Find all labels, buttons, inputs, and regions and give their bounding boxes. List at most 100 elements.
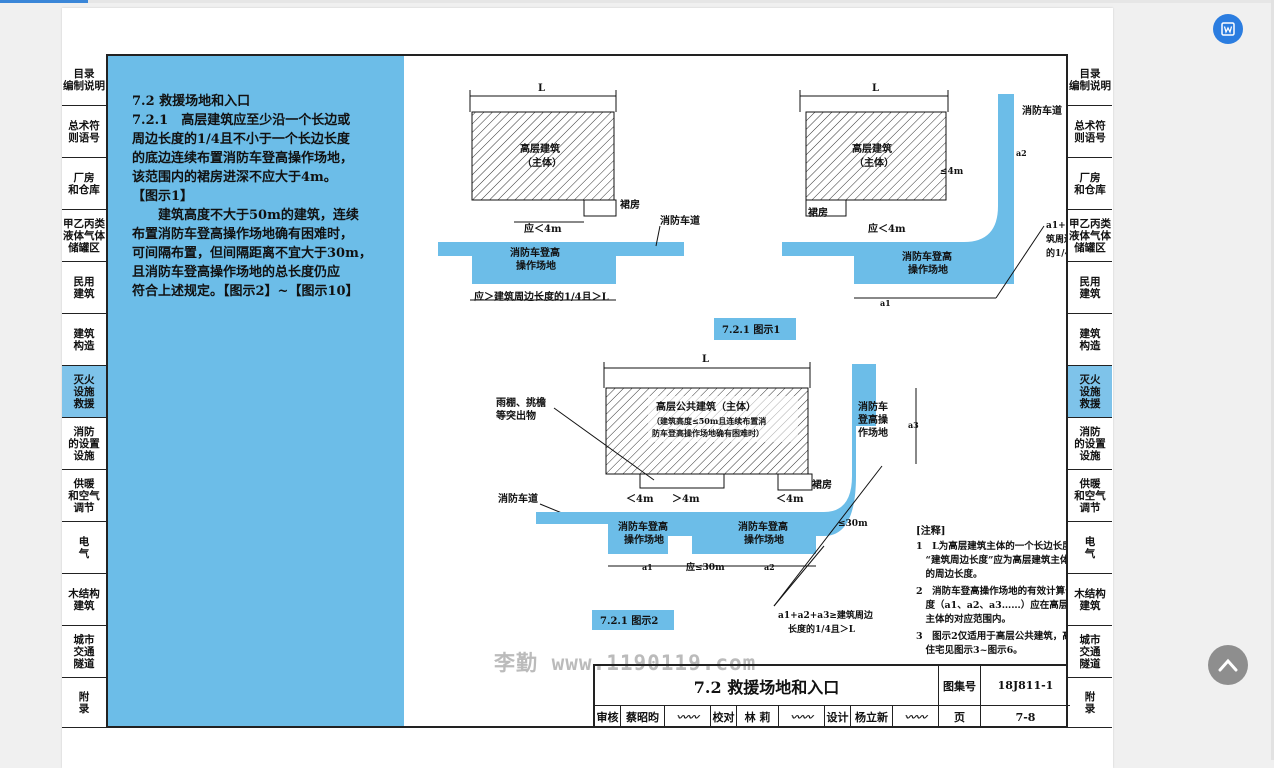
index-tab-label: 消防的设置设施 — [68, 426, 100, 462]
para2-line3: 可间隔布置，但间隔距离不宜大于30m， — [132, 246, 372, 261]
index-tab-line: 建筑 — [1079, 327, 1101, 340]
index-tab-right-4[interactable]: 民用建筑 — [1068, 262, 1112, 314]
index-tab-label: 城市交通隧道 — [74, 634, 95, 670]
index-tab-line: 民用 — [1079, 275, 1101, 288]
gt4m-label: ＞4m — [672, 493, 700, 505]
index-tab-right-9[interactable]: 电气 — [1068, 522, 1112, 574]
a2-label-fig1: a2 — [1016, 148, 1027, 158]
index-tab-line: 的设置 — [68, 437, 100, 450]
scrollbar[interactable] — [1271, 0, 1274, 760]
index-tab-line: 编制说明 — [63, 79, 105, 92]
index-tab-left-2[interactable]: 厂房和仓库 — [62, 158, 106, 210]
index-tab-line: 隧道 — [1079, 657, 1101, 670]
op-site-label-1b: 操作场地 — [516, 259, 556, 272]
para2-line5: 符合上述规定。【图示2】~【图示10】 — [132, 284, 359, 299]
para1-line2: 周边长度的1/4且不小于一个长边长度 — [132, 132, 350, 147]
index-tab-label: 民用建筑 — [74, 276, 95, 300]
word-doc-icon — [1221, 22, 1235, 36]
fig1b-rule-1: a1+a2≥建 — [1046, 219, 1066, 231]
index-tab-line: 电 — [1084, 535, 1096, 548]
side-site-label-3: 作场地 — [858, 426, 888, 439]
op-site-1 — [438, 242, 684, 284]
index-tab-line: 则语号 — [68, 131, 100, 144]
index-tab-left-3[interactable]: 甲乙丙类液体气体储罐区 — [62, 210, 106, 262]
index-tab-left-0[interactable]: 目录编制说明 — [62, 54, 106, 106]
design-signature: 〰〰 — [893, 706, 939, 728]
high-building-label-1: 高层建筑 — [520, 142, 560, 155]
check-name: 林 莉 — [737, 706, 779, 728]
canopy-label-2: 等突出物 — [496, 409, 536, 422]
note-1b: “建筑周边长度”应为高层建筑主体 — [916, 554, 1066, 566]
index-tab-right-8[interactable]: 供暖和空气调节 — [1068, 470, 1112, 522]
fig2-rule-1: a1+a2+a3≥建筑周边 — [778, 609, 874, 621]
fig2-label-box — [592, 610, 674, 630]
index-tab-left-11[interactable]: 城市交通隧道 — [62, 626, 106, 678]
para1-line3: 的底边连续布置消防车登高操作场地， — [132, 151, 354, 166]
index-tab-line: 和仓库 — [68, 183, 100, 196]
scroll-to-top-button[interactable] — [1208, 645, 1248, 685]
index-tab-label: 甲乙丙类液体气体储罐区 — [63, 218, 105, 254]
index-tab-line: 甲乙丙类 — [1069, 217, 1111, 230]
index-tab-line: 灭火 — [73, 373, 95, 386]
lt4m-label-3b: ＜4m — [776, 493, 804, 505]
index-tab-right-0[interactable]: 目录编制说明 — [1068, 54, 1112, 106]
index-tab-line: 救援 — [73, 397, 95, 410]
index-tab-right-7[interactable]: 消防的设置设施 — [1068, 418, 1112, 470]
a3-label: a3 — [908, 420, 919, 430]
index-tab-line: 建筑 — [73, 327, 95, 340]
index-tab-right-1[interactable]: 总术符则语号 — [1068, 106, 1112, 158]
review-label: 审核 — [595, 706, 621, 728]
atlas-number: 18J811-1 — [981, 666, 1070, 706]
index-tab-label: 供暖和空气调节 — [68, 478, 100, 514]
high-building-label-2: 高层建筑 — [852, 142, 892, 155]
index-tab-left-7[interactable]: 消防的设置设施 — [62, 418, 106, 470]
drawing-title: 7.2 救援场地和入口 — [595, 666, 939, 706]
text-panel — [108, 56, 404, 726]
index-tab-label: 建筑构造 — [74, 328, 95, 352]
fig1b-rule-3: 的1/4且＞L — [1046, 247, 1066, 259]
index-tab-right-10[interactable]: 木结构建筑 — [1068, 574, 1112, 626]
index-tab-line: 录 — [1084, 702, 1096, 715]
index-tab-left-10[interactable]: 木结构建筑 — [62, 574, 106, 626]
index-tab-label: 灭火设施救援 — [74, 374, 95, 410]
index-tab-label: 电气 — [79, 536, 90, 560]
index-tab-line: 交通 — [1079, 645, 1101, 658]
section-title: 7.2 救援场地和入口 — [132, 94, 251, 109]
index-tab-right-11[interactable]: 城市交通隧道 — [1068, 626, 1112, 678]
index-tab-right-2[interactable]: 厂房和仓库 — [1068, 158, 1112, 210]
side-site-label-1: 消防车 — [858, 400, 888, 413]
spacing-label: 应≤30m — [686, 561, 725, 573]
index-tab-left-5[interactable]: 建筑构造 — [62, 314, 106, 366]
index-tab-line: 构造 — [73, 339, 95, 352]
high-building-2 — [805, 111, 947, 201]
public-note-2: 防车登高操作场地确有困难时） — [652, 428, 764, 438]
check-signature: 〰〰 — [779, 706, 825, 728]
index-tab-left-4[interactable]: 民用建筑 — [62, 262, 106, 314]
para2-line4: 且消防车登高操作场地的总长度仍应 — [132, 265, 341, 280]
index-tab-line: 总术符 — [68, 119, 100, 132]
chevron-up-icon — [1218, 658, 1238, 672]
index-tab-left-6[interactable]: 灭火设施救援 — [62, 366, 106, 418]
fig2-rule-2: 长度的1/4且＞L — [788, 623, 856, 635]
index-tab-left-8[interactable]: 供暖和空气调节 — [62, 470, 106, 522]
podium-1 — [583, 199, 617, 217]
op-site-label-3b: 操作场地 — [624, 533, 664, 546]
right-index-column: 目录编制说明总术符则语号厂房和仓库甲乙丙类液体气体储罐区民用建筑建筑构造灭火设施… — [1068, 54, 1112, 728]
fire-lane-label-1: 消防车道 — [660, 214, 700, 227]
index-tab-right-6[interactable]: 灭火设施救援 — [1068, 366, 1112, 418]
side-site-label-2: 登高操 — [857, 413, 888, 426]
index-tab-right-5[interactable]: 建筑构造 — [1068, 314, 1112, 366]
index-tab-line: 城市 — [1079, 633, 1101, 646]
index-tab-right-12[interactable]: 附录 — [1068, 678, 1112, 728]
index-tab-left-1[interactable]: 总术符则语号 — [62, 106, 106, 158]
index-tab-right-3[interactable]: 甲乙丙类液体气体储罐区 — [1068, 210, 1112, 262]
index-tab-line: 附 — [1084, 690, 1096, 703]
index-tab-label: 总术符则语号 — [1074, 120, 1106, 144]
podium-3 — [777, 473, 813, 491]
word-convert-icon[interactable] — [1213, 14, 1243, 44]
index-tab-left-12[interactable]: 附录 — [62, 678, 106, 728]
lt4m-label-2: 应＜4m — [868, 222, 906, 235]
index-tab-label: 电气 — [1085, 536, 1096, 560]
index-tab-left-9[interactable]: 电气 — [62, 522, 106, 574]
index-tab-line: 木结构 — [1074, 587, 1106, 600]
